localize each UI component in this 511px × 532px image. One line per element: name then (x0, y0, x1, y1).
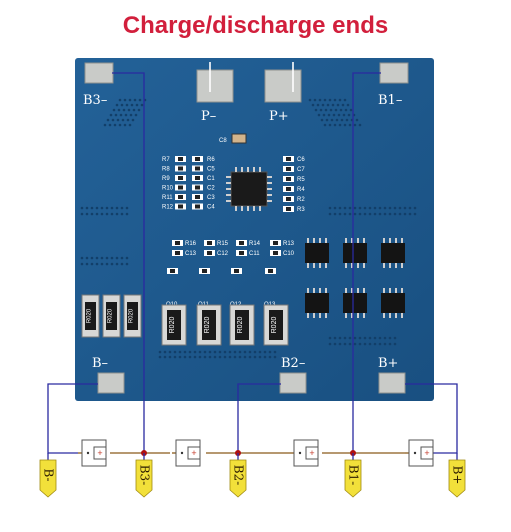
terminal-labels: B- B3- B2- B1- B+ (39, 459, 466, 498)
pad-b3-minus (84, 62, 114, 84)
silk-label: R5 (297, 177, 305, 183)
label-leads (47, 453, 458, 460)
silk-p-minus: P– (201, 109, 216, 124)
via-dots (80, 98, 417, 359)
pad-b1-minus (379, 62, 409, 84)
cell-plus-sign: + (191, 448, 196, 458)
mosfet-packages: R020 R020 R020 R020 (161, 304, 289, 346)
silk-label: C13 (185, 251, 197, 257)
wires-blue (47, 62, 458, 454)
silk-label: R6 (207, 157, 215, 163)
silk-label: R7 (162, 157, 170, 163)
silk-label: R13 (283, 241, 295, 247)
sop8-chip (343, 243, 367, 263)
silk-label: C5 (207, 167, 215, 173)
sop8-chips (305, 238, 405, 318)
silk-label: R14 (249, 241, 261, 247)
terminal-label: B- (42, 468, 56, 481)
terminal-label: B+ (451, 466, 465, 485)
shunt-label: R020 (108, 308, 114, 323)
ic-pins (226, 167, 272, 211)
silk-label: C10 (283, 251, 295, 257)
silk-label: R15 (217, 241, 229, 247)
silk-p-plus: P+ (269, 109, 289, 124)
silk-label: R4 (297, 187, 305, 193)
silk-label: C2 (207, 186, 215, 192)
pad-p-plus (264, 69, 302, 103)
sop8-chip (305, 243, 329, 263)
silk-label: R2 (297, 197, 305, 203)
mosfet-label: R020 (169, 317, 176, 334)
silk-label: R12 (162, 205, 174, 211)
pad-b2-minus (279, 372, 307, 394)
terminal-tag (135, 459, 153, 498)
terminal-label: B1- (347, 465, 361, 486)
shunt-label: R020 (129, 308, 135, 323)
silk-label: R10 (162, 186, 174, 192)
silk-label: C3 (207, 195, 215, 201)
silk-label: R11 (162, 195, 173, 201)
mosfet-label: R020 (237, 317, 244, 334)
terminal-tag (229, 459, 247, 498)
silk-label: R3 (297, 207, 305, 213)
sop8-chip (381, 243, 405, 263)
cap-c8-label: C8 (219, 138, 227, 144)
shunt-resistors: R020 R020 R020 (81, 294, 142, 338)
silk-label: C6 (297, 157, 305, 163)
page-title: Charge/discharge ends (122, 12, 389, 39)
silk-label: R9 (162, 176, 170, 182)
silk-label: R8 (162, 167, 170, 173)
pad-b-plus (378, 372, 406, 394)
silk-b-plus: B+ (378, 356, 398, 371)
terminal-label: B3- (138, 465, 152, 486)
silk-label: C12 (217, 251, 229, 257)
terminal-tag (344, 459, 362, 498)
sop8-chip (305, 293, 329, 313)
mosfet-label: R020 (271, 317, 278, 334)
pad-b-minus (97, 372, 125, 394)
silk-label: R16 (185, 241, 197, 247)
smd-resistors (167, 156, 294, 274)
cell-plus-sign: + (309, 448, 314, 458)
silk-label: C1 (207, 176, 215, 182)
capacitor-c8 (231, 133, 247, 144)
silk-b-minus: B– (92, 356, 108, 371)
ic-chip (230, 171, 268, 207)
shunt-label: R020 (87, 308, 93, 323)
cell-plus-sign: + (424, 448, 429, 458)
sop8-chip (343, 293, 367, 313)
terminal-tag (39, 459, 57, 498)
silk-label: C4 (207, 205, 215, 211)
silk-label: C7 (297, 167, 305, 173)
terminal-label: B2- (232, 465, 246, 486)
pad-p-minus (196, 69, 234, 103)
battery-cells: + + + + (78, 439, 434, 467)
silk-label: C11 (249, 251, 260, 257)
sop8-chip (381, 293, 405, 313)
cell-plus-sign: + (97, 448, 102, 458)
silk-b1-minus: B1– (378, 93, 402, 108)
silk-b3-minus: B3– (83, 93, 107, 108)
terminal-tag (448, 459, 466, 498)
silk-b2-minus: B2– (281, 356, 305, 371)
mosfet-label: R020 (204, 317, 211, 334)
